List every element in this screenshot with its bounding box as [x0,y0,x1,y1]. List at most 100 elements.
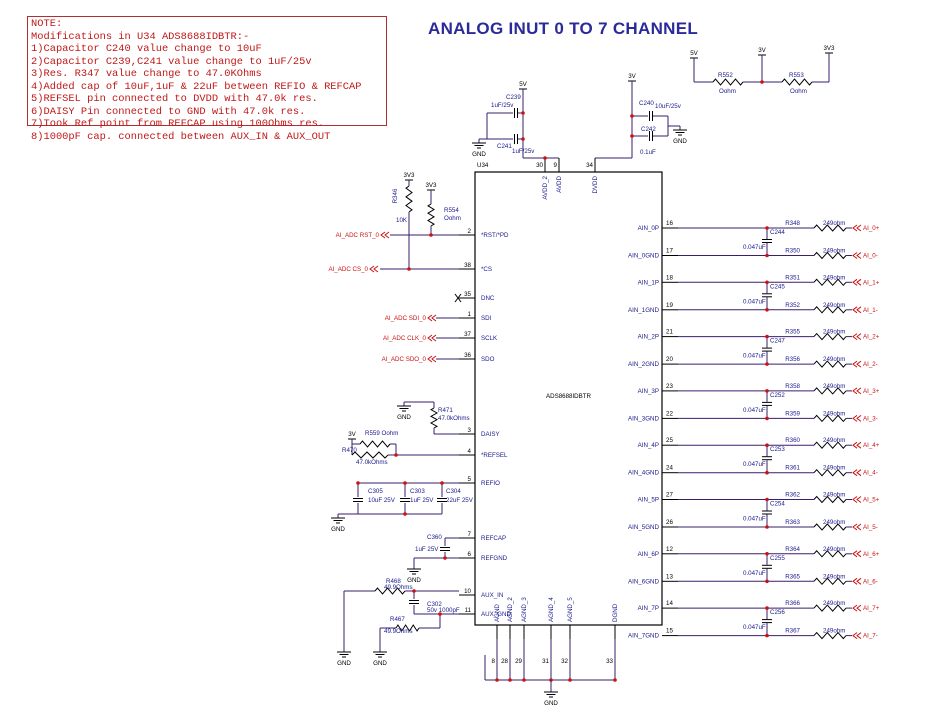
chip-ref: U34 [477,162,489,169]
pin-number: 25 [666,437,673,444]
pin-name: AIN_7GND [628,633,659,640]
capacitor-ref: C240 [639,100,654,107]
resistor-value: 249ohm [823,573,845,580]
capacitor-ref: C302 [427,601,442,608]
gnd-label: GND [544,700,558,707]
pin-number: 26 [666,519,673,526]
pin-number: 24 [666,465,673,472]
resistor-value: 249ohm [823,600,845,607]
junction-dot [403,481,407,485]
pin-name: AGND [494,604,501,622]
gnd-label: GND [337,660,351,667]
resistor-value: 249ohm [823,274,845,281]
resistor-ref: R356 [785,356,800,363]
junction-dot [407,267,411,271]
capacitor-ref: C239 [506,94,521,101]
resistor [813,278,847,287]
pin-name: AIN_2GND [628,361,659,368]
capacitor-value: 22uF 25V [446,497,474,504]
resistor-value: 249ohm [823,492,845,499]
resistor [813,414,847,423]
signal-arrow [852,360,858,368]
resistor-ref: R350 [785,248,800,255]
signal-label: AI_5- [863,524,878,531]
signal-arrow [427,334,433,342]
pin-number: 16 [666,220,673,227]
resistor [813,577,847,586]
pin-number: 36 [464,352,471,359]
junction-dot [765,416,769,421]
pin-number: 4 [468,448,472,455]
resistor [813,387,847,395]
resistor-value: Oohm [790,88,807,95]
pin-number: 35 [464,291,471,298]
signal-arrow [852,577,858,585]
pin-name: DAISY [481,431,500,438]
signal-arrow [427,355,433,363]
signal-arrow [369,265,375,273]
signal-arrow [852,441,858,449]
signal-label: AI_ADC SDI_0 [385,315,427,322]
resistor-ref: R358 [785,383,800,390]
adc-chip-body [474,171,663,626]
pin-name: DGND [612,603,619,622]
pin-number: 27 [666,492,673,499]
signal-arrow [384,231,390,239]
signal-arrow [852,306,858,314]
note-line: 7)Took Ref point from REFCAP using 100Oh… [31,118,325,130]
resistor [351,451,389,459]
resistor [813,550,847,558]
power-label: 3V [628,73,636,80]
pin-number: 21 [666,329,673,336]
signal-arrow [852,550,858,558]
junction-dot [765,579,769,584]
capacitor-value: 10uF/25v [655,103,682,110]
pin-number: 19 [666,302,673,309]
resistor-ref: R348 [785,220,800,227]
pin-name: REFIO [481,480,500,487]
resistor [813,631,847,640]
signal-label: AI_3- [863,415,878,422]
capacitor-ref: C255 [770,555,785,562]
pin-name: AIN_4GND [628,470,659,477]
pin-name: AIN_3GND [628,415,659,422]
pin-number: 37 [464,331,471,338]
pin-number: 12 [666,546,673,553]
pin-number: 3 [468,427,472,434]
signal-arrow [856,278,862,286]
resistor [813,360,847,368]
resistor-value: 249ohm [823,410,845,417]
junction-dot [765,362,769,366]
power-label: 3V3 [403,172,415,179]
pin-number: 14 [666,600,673,607]
resistor [813,441,847,449]
signal-arrow [856,632,862,639]
resistor-ref: R471 [438,407,453,414]
capacitor-value: 0.047uF [743,298,766,305]
junction-dot [630,134,634,138]
signal-label: AI_2+ [863,334,880,341]
signal-arrow [373,265,379,273]
signal-label: AI_6- [863,578,878,585]
signal-label: AI_ADC RST_0 [336,232,380,239]
resistor-ref: R352 [785,302,800,309]
pin-name: REFGND [481,555,508,562]
junction-dot [765,334,769,339]
pin-number: 18 [666,274,673,281]
junction-dot [543,156,547,160]
pin-number: 8 [492,658,496,665]
junction-dot [521,137,525,141]
resistor-ref: R346 [392,188,399,203]
signal-arrow [856,577,862,585]
signal-arrow [856,360,862,368]
pin-number: 9 [554,162,558,169]
note-line: 6)DAISY Pin connected to GND with 47.0k … [31,105,306,118]
capacitor-ref: C360 [427,534,442,541]
pin-name: AIN_5P [638,497,659,504]
resistor-value: 249ohm [823,356,845,363]
resistor [813,468,847,477]
gnd-label: GND [373,660,387,667]
signal-label: AI_4+ [863,442,880,449]
resistor [813,306,847,314]
